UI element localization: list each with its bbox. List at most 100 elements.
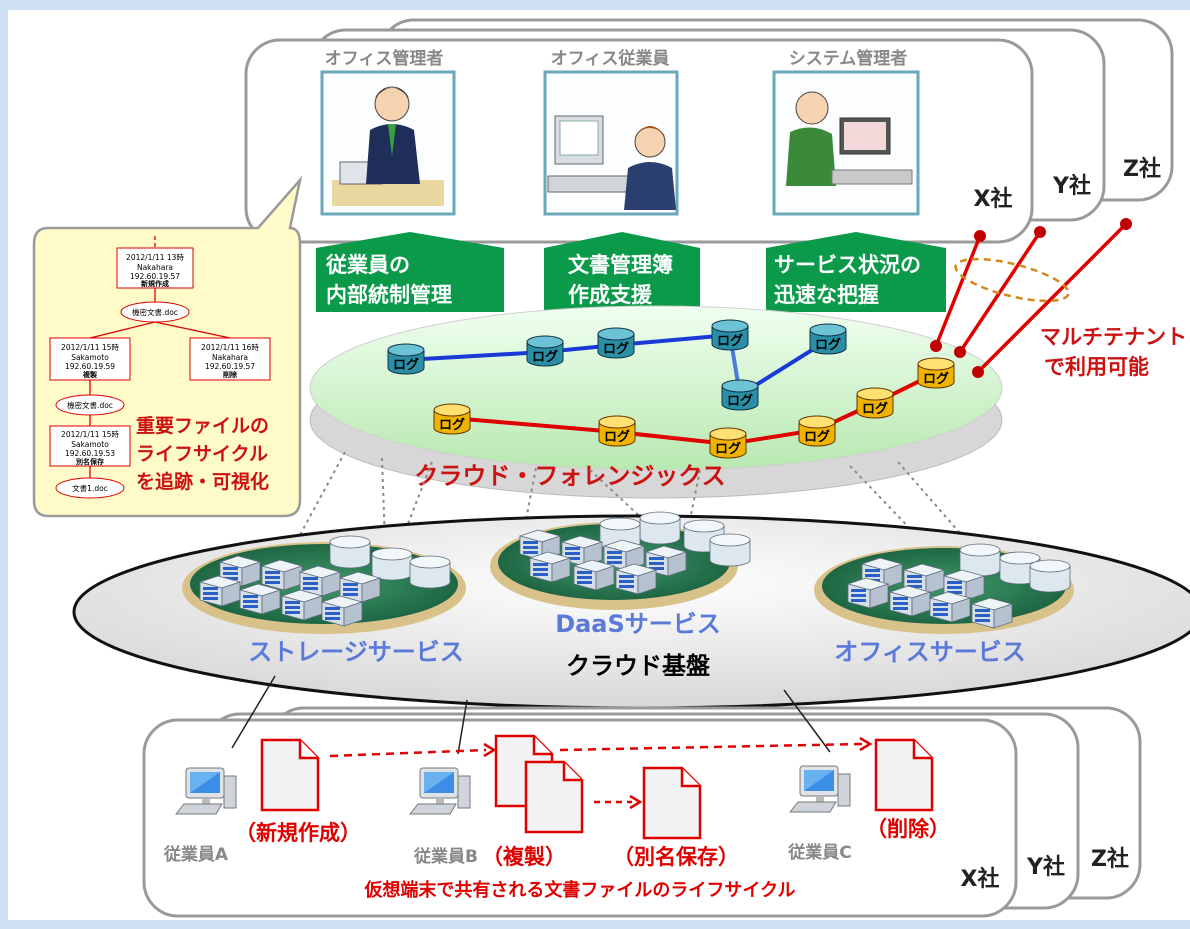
file-name: 機密文書.doc bbox=[67, 400, 113, 410]
log-label: ログ bbox=[603, 341, 629, 357]
document-icon bbox=[642, 766, 702, 840]
lifecycle-file: 機密文書.doc bbox=[55, 394, 125, 416]
node-user: Sakamoto bbox=[71, 440, 109, 449]
service-label-office: オフィスサービス bbox=[834, 638, 1026, 666]
feature-line1: 文書管理簿 bbox=[568, 253, 673, 277]
log-cylinder-yellow: ログ bbox=[917, 357, 955, 389]
log-cylinder-yellow: ログ bbox=[433, 403, 471, 435]
log-label: ログ bbox=[532, 349, 558, 365]
log-cylinder-yellow: ログ bbox=[598, 415, 636, 447]
log-cylinder-yellow: ログ bbox=[709, 427, 747, 459]
log-cylinders: ログ ログ ログ ログ ログ ログ ログ ログ ログ ログ ログ ログ bbox=[387, 319, 955, 459]
log-label: ログ bbox=[815, 337, 841, 353]
office-manager-person-icon bbox=[332, 86, 444, 206]
node-time: 2012/1/11 15時 bbox=[61, 343, 119, 352]
company-x-label-bottom: X社 bbox=[961, 866, 1000, 892]
forensics-label: クラウド・フォレンジックス bbox=[414, 462, 725, 490]
feature-internal-control: 従業員の 内部統制管理 bbox=[316, 232, 504, 312]
action-copy: （複製） bbox=[482, 845, 566, 869]
node-time: 2012/1/11 13時 bbox=[126, 253, 184, 262]
log-cylinder-blue: ログ bbox=[809, 323, 847, 355]
log-label: ログ bbox=[923, 371, 949, 387]
log-label: ログ bbox=[715, 441, 741, 457]
file-name: 機密文書.doc bbox=[132, 307, 178, 317]
node-action: 複製 bbox=[82, 370, 97, 379]
feature-line2: 迅速な把握 bbox=[774, 283, 879, 307]
employee-label: 従業員A bbox=[163, 844, 229, 865]
role-title: オフィス従業員 bbox=[551, 48, 670, 69]
action-delete: （削除） bbox=[866, 817, 950, 841]
feature-line1: 従業員の bbox=[325, 253, 410, 277]
lifecycle-node: 2012/1/11 16時 Nakahara 192.60.19.57 削除 bbox=[189, 337, 271, 381]
log-cylinder-yellow: ログ bbox=[856, 387, 894, 419]
node-action: 新規作成 bbox=[141, 279, 169, 288]
forensics-layer: クラウド・フォレンジックス bbox=[309, 305, 1003, 499]
system-admin-person-icon bbox=[786, 91, 913, 186]
role-title: オフィス管理者 bbox=[325, 48, 444, 69]
company-y-label-bottom: Y社 bbox=[1026, 854, 1065, 880]
role-title: システム管理者 bbox=[789, 48, 908, 69]
lifecycle-tree-links bbox=[89, 236, 231, 478]
lifecycle-caption-3: を追跡・可視化 bbox=[136, 470, 269, 493]
lifecycle-file: 機密文書.doc bbox=[120, 301, 190, 323]
company-x-label: X社 bbox=[974, 186, 1013, 212]
document-icon bbox=[524, 760, 584, 834]
service-label-storage: ストレージサービス bbox=[248, 638, 464, 666]
node-time: 2012/1/11 16時 bbox=[201, 343, 259, 352]
company-z-label: Z社 bbox=[1123, 156, 1161, 182]
log-label: ログ bbox=[439, 417, 465, 433]
role-office-manager: オフィス管理者 bbox=[320, 48, 456, 216]
multitenant-line2: で利用可能 bbox=[1044, 355, 1149, 379]
office-cluster: オフィスサービス bbox=[814, 543, 1074, 666]
multitenant-line1: マルチテナント bbox=[1040, 325, 1187, 349]
log-cylinder-blue: ログ bbox=[387, 343, 425, 375]
lifecycle-node: 2012/1/11 13時 Nakahara 192.60.19.57 新規作成 bbox=[116, 247, 194, 289]
lifecycle-caption-1: 重要ファイルの bbox=[136, 415, 269, 437]
feature-line2: 内部統制管理 bbox=[326, 283, 452, 307]
node-time: 2012/1/11 15時 bbox=[61, 430, 119, 439]
file-name: 文書1.doc bbox=[72, 483, 108, 493]
log-cylinder-blue: ログ bbox=[721, 379, 759, 411]
node-ip: 192.60.19.59 bbox=[65, 362, 115, 371]
log-label: ログ bbox=[727, 393, 753, 409]
employee-label: 従業員B bbox=[413, 846, 478, 867]
action-save-as: （別名保存） bbox=[613, 845, 739, 869]
document-icon bbox=[260, 738, 320, 812]
node-action: 別名保存 bbox=[75, 457, 104, 466]
role-office-employee: オフィス従業員 bbox=[543, 48, 679, 216]
terminal-links bbox=[231, 675, 831, 755]
feature-document-register: 文書管理簿 作成支援 bbox=[544, 232, 700, 312]
log-cylinder-blue: ログ bbox=[711, 319, 749, 351]
lifecycle-caption-2: ライフサイクル bbox=[136, 443, 268, 465]
log-label: ログ bbox=[804, 429, 830, 445]
terminal-employee-c: 従業員C bbox=[787, 765, 852, 863]
cloud-base-label: クラウド基盤 bbox=[566, 652, 711, 680]
terminal-employee-a: 従業員A bbox=[163, 767, 237, 865]
office-employee-person-icon bbox=[547, 115, 676, 210]
node-ip: 192.60.19.57 bbox=[130, 272, 180, 281]
company-z-label-bottom: Z社 bbox=[1091, 846, 1129, 872]
multitenant-links: マルチテナント で利用可能 bbox=[930, 218, 1187, 379]
log-label: ログ bbox=[604, 429, 630, 445]
lifecycle-node: 2012/1/11 15時 Sakamoto 192.60.19.53 別名保存 bbox=[49, 425, 131, 467]
terminals-caption: 仮想端末で共有される文書ファイルのライフサイクル bbox=[363, 879, 795, 901]
log-label: ログ bbox=[393, 357, 419, 373]
storage-cluster: ストレージサービス bbox=[182, 535, 466, 666]
document-icon bbox=[874, 738, 934, 812]
log-cylinder-blue: ログ bbox=[526, 335, 564, 367]
lifecycle-node: 2012/1/11 15時 Sakamoto 192.60.19.59 複製 bbox=[49, 337, 131, 381]
company-y-label: Y社 bbox=[1052, 173, 1091, 199]
log-label: ログ bbox=[862, 401, 888, 417]
log-cylinder-yellow: ログ bbox=[798, 415, 836, 447]
feature-line2: 作成支援 bbox=[568, 283, 653, 307]
employee-label: 従業員C bbox=[787, 842, 851, 863]
terminal-employee-b: 従業員B bbox=[409, 767, 478, 867]
feature-line1: サービス状況の bbox=[774, 253, 921, 277]
node-user: Nakahara bbox=[137, 263, 173, 272]
document-flows: （新規作成） （複製） （別名保存） （削除） bbox=[235, 734, 950, 869]
node-ip: 192.60.19.53 bbox=[65, 449, 115, 458]
service-label-daas: DaaSサービス bbox=[555, 610, 721, 638]
node-user: Sakamoto bbox=[71, 353, 109, 362]
node-action: 削除 bbox=[223, 370, 238, 379]
